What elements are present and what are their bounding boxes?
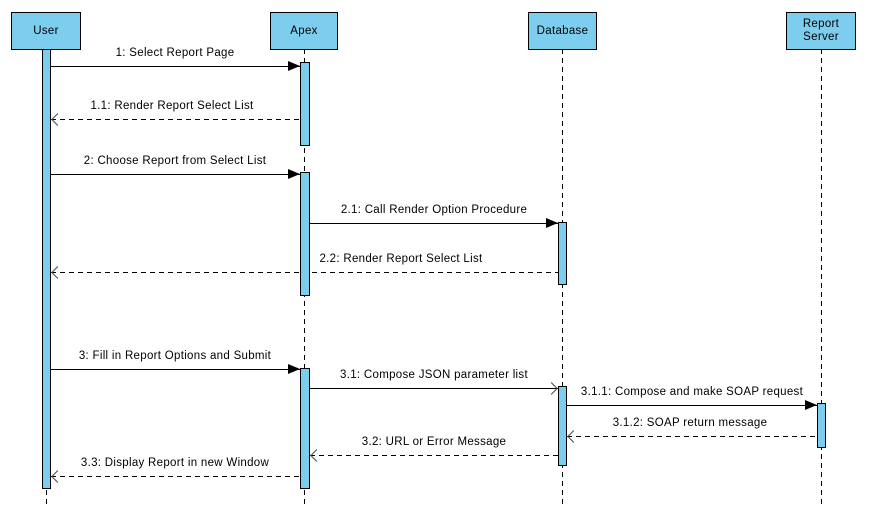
actor-report-server-box: Report Server — [786, 12, 856, 50]
message-1.1-line — [51, 119, 300, 120]
message-3.2-label: 3.2: URL or Error Message — [361, 436, 507, 448]
message-2.1-line — [310, 223, 558, 224]
activation-bar-user-1 — [42, 49, 51, 489]
message-2-label: 2: Choose Report from Select List — [83, 155, 267, 167]
message-2.1-label: 2.1: Call Render Option Procedure — [340, 204, 528, 216]
message-1-arrowhead-icon — [288, 61, 300, 71]
actor-database-box: Database — [528, 12, 597, 50]
message-3.1.2-arrowhead-icon — [567, 430, 580, 443]
message-3.1.1-label: 3.1.1: Compose and make SOAP request — [580, 386, 804, 398]
lifeline-report-server — [821, 49, 822, 507]
actor-user-label: User — [33, 24, 59, 37]
message-3.1.1-line — [567, 405, 817, 406]
actor-apex-label: Apex — [290, 24, 318, 37]
message-3.2-line — [310, 455, 558, 456]
message-3.1.2-label: 3.1.2: SOAP return message — [612, 417, 768, 429]
message-3-arrowhead-icon — [288, 364, 300, 374]
message-2.1-arrowhead-icon — [546, 218, 558, 228]
activation-bar-database-1 — [558, 222, 567, 285]
message-1-label: 1: Select Report Page — [115, 47, 235, 59]
message-2.2-label: 2.2: Render Report Select List — [319, 253, 483, 265]
message-2-arrowhead-icon — [288, 169, 300, 179]
message-3.2-arrowhead-icon — [310, 449, 323, 462]
actor-database-label: Database — [536, 24, 589, 37]
actor-report-server-label: Report Server — [802, 18, 840, 43]
activation-bar-apex-2 — [300, 172, 310, 296]
message-3.1-arrowhead-icon — [545, 382, 558, 395]
message-3-line — [51, 369, 300, 370]
message-1.1-label: 1.1: Render Report Select List — [90, 100, 254, 112]
message-3.3-label: 3.3: Display Report in new Window — [80, 457, 270, 469]
message-3.3-arrowhead-icon — [51, 470, 64, 483]
message-3-label: 3: Fill in Report Options and Submit — [78, 350, 272, 362]
actor-apex-box: Apex — [270, 12, 338, 50]
message-3.1.1-arrowhead-icon — [805, 400, 817, 410]
actor-user-box: User — [11, 12, 81, 50]
message-2-line — [51, 174, 300, 175]
activation-bar-report-server-1 — [817, 403, 826, 448]
activation-bar-apex-3 — [300, 368, 310, 489]
message-1.1-arrowhead-icon — [51, 113, 64, 126]
message-3.3-line — [51, 476, 300, 477]
message-2.2-arrowhead-icon — [51, 266, 64, 279]
activation-bar-apex-1 — [300, 62, 310, 146]
message-3.1-label: 3.1: Compose JSON parameter list — [340, 369, 528, 381]
message-3.1-line — [310, 388, 558, 389]
activation-bar-database-2 — [558, 386, 567, 466]
message-1-line — [51, 66, 300, 67]
message-3.1.2-line — [567, 436, 817, 437]
